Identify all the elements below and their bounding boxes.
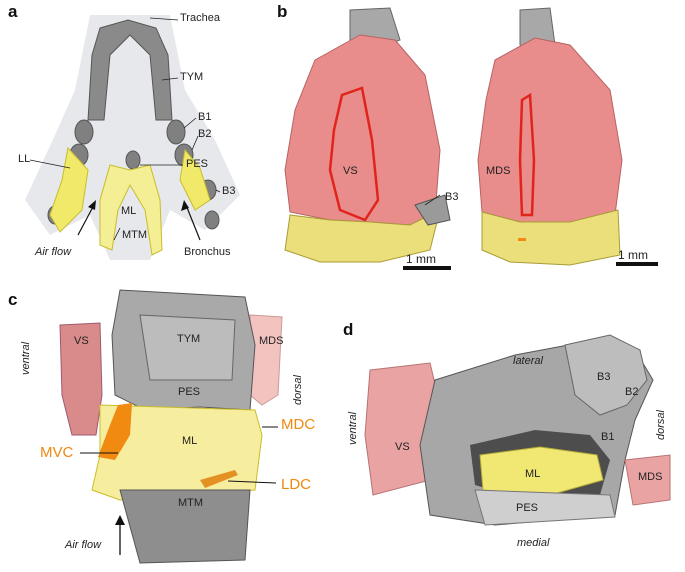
label-dorsal: dorsal [655, 410, 667, 440]
label-trachea: Trachea [180, 12, 220, 24]
label-air-flow: Air flow [35, 246, 72, 258]
panel-c: c VS TYM MDS PES ventral dorsal MDC MVC … [0, 285, 335, 567]
panel-letter-b: b [277, 2, 288, 21]
label-ventral: ventral [347, 411, 359, 445]
label-air-flow: Air flow [65, 539, 102, 551]
panel-a: a Trachea TYM B1 B2 LL PES B3 ML MTM Air… [0, 0, 250, 285]
label-b1: B1 [601, 431, 615, 443]
label-pes: PES [516, 502, 539, 514]
panel-a-illustration [25, 15, 240, 260]
panel-b-illustration [284, 7, 658, 270]
panel-d-illustration [364, 334, 671, 526]
label-b3: B3 [222, 185, 236, 197]
label-ll: LL [18, 153, 31, 165]
panel-letter-d: d [343, 320, 354, 339]
label-b2: B2 [198, 128, 212, 140]
label-b1: B1 [198, 111, 212, 123]
label-mds: MDS [259, 335, 284, 347]
panel-c-illustration [59, 289, 283, 564]
label-b3: B3 [597, 371, 611, 383]
label-b2: B2 [625, 386, 639, 398]
label-dorsal: dorsal [292, 375, 304, 405]
label-ldc: LDC [281, 476, 312, 493]
label-tym: TYM [177, 333, 201, 345]
panel-letter-c: c [8, 290, 18, 309]
panel-d: d lateral B3 B2 ventral B1 dorsal VS ML … [335, 285, 685, 567]
label-ventral: ventral [20, 341, 32, 375]
label-mds: MDS [638, 471, 663, 483]
label-vs: VS [395, 441, 410, 453]
label-bronchus: Bronchus [184, 246, 231, 258]
panel-letter-a: a [8, 2, 18, 21]
label-vs: VS [74, 335, 89, 347]
label-ml: ML [121, 205, 137, 217]
label-scale-right: 1 mm [618, 248, 648, 262]
panel-b: b VS MDS B3 1 mm 1 mm [250, 0, 685, 285]
label-medial: medial [517, 537, 550, 549]
label-pes: PES [186, 158, 209, 170]
label-b3: B3 [445, 191, 459, 203]
label-mtm: MTM [178, 497, 204, 509]
label-mds: MDS [486, 165, 511, 177]
label-mvc: MVC [40, 444, 74, 461]
label-scale-left: 1 mm [406, 252, 436, 266]
label-mtm: MTM [122, 229, 148, 241]
label-ml: ML [182, 435, 198, 447]
label-pes: PES [178, 386, 201, 398]
label-mdc: MDC [281, 416, 316, 433]
label-lateral: lateral [513, 355, 543, 367]
label-vs: VS [343, 165, 358, 177]
label-ml: ML [525, 468, 541, 480]
label-tym: TYM [180, 71, 204, 83]
